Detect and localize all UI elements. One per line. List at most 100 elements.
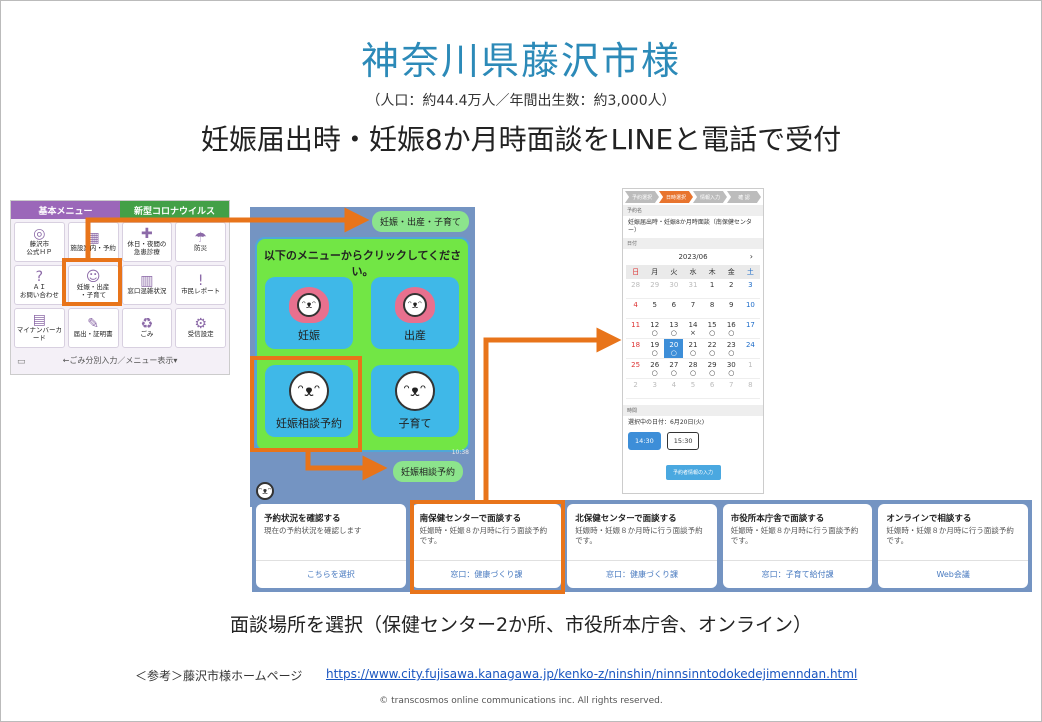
calendar-day[interactable]: 1 [740,359,760,379]
mascot-icon: ᵔᴥᵔ [297,293,321,317]
menu-button-label: 妊娠相談予約 [276,417,342,430]
calendar-day[interactable]: 29○ [702,359,722,379]
card-action-button[interactable]: Web会議 [878,560,1028,588]
rich-menu-item[interactable]: ☺妊娠・出産 ・子育て [67,265,119,305]
calendar-day[interactable]: 15○ [702,319,722,339]
time-slot-button[interactable]: 14:30 [628,432,661,451]
calendar-month: 2023/06 [678,252,708,261]
rich-menu-tabs: 基本メニュー 新型コロナウイルス [11,201,229,219]
calendar-day[interactable]: 4 [664,379,684,399]
tab-basic-menu[interactable]: 基本メニュー [11,201,120,219]
day-number: 2 [633,380,638,389]
calendar-day[interactable]: 30○ [721,359,741,379]
rich-menu-item[interactable]: ◎藤沢市 公式ＨＰ [14,222,65,262]
calendar-day[interactable]: 19○ [645,339,665,359]
calendar-day[interactable]: 6 [664,299,684,319]
card-action-button[interactable]: 窓口：子育て給付課 [722,560,873,588]
selection-caption: 面談場所を選択（保健センター2か所、市役所本庁舎、オンライン） [229,614,813,636]
calendar-day[interactable]: 7 [721,379,741,399]
rich-menu-item[interactable]: ▥窓口混雑状況 [121,265,173,305]
time-slot-button[interactable]: 15:30 [666,432,700,451]
menu-button-consult-reservation[interactable]: ᵔᴥᵔ 妊娠相談予約 [265,365,353,437]
calendar-day[interactable]: 10 [740,299,760,319]
calendar-day[interactable]: 5 [645,299,665,319]
availability-mark: × [690,328,696,337]
keyboard-icon[interactable]: ▭ [17,357,26,367]
time-label: 時間 [623,404,763,416]
rich-menu-item-label: 妊娠・出産 ・子育て [76,283,110,299]
calendar-day[interactable]: 18 [626,339,646,359]
calendar-day[interactable]: 27○ [664,359,684,379]
day-number: 4 [671,380,677,389]
calendar-day[interactable]: 7 [683,299,703,319]
card-description: 妊娠時・妊娠８か月時に行う面談予約です。 [575,526,703,545]
menu-button-pregnancy[interactable]: ᵔᴥᵔ 妊娠 [265,277,353,349]
arrow-menu-to-chat [85,207,370,262]
calendar-day[interactable]: 11 [626,319,646,339]
calendar-day[interactable]: 3 [740,279,760,299]
menu-button-birth[interactable]: ᵔᴥᵔ 出産 [371,277,459,349]
calendar-day[interactable]: 30 [664,279,684,299]
calendar-day[interactable]: 21○ [683,339,703,359]
calendar-day[interactable]: 25 [626,359,646,379]
tab-covid[interactable]: 新型コロナウイルス [120,201,229,219]
menu-button-childcare[interactable]: ᵔᴥᵔ 子育て [371,365,459,437]
calendar-day[interactable]: 17 [740,319,760,339]
day-number: 22 [707,340,717,349]
reservation-card: 予約状況を確認する現在の予約状況を確認しますこちらを選択 [256,504,406,588]
calendar-day[interactable]: 2 [721,279,741,299]
reference-link[interactable]: https://www.city.fujisawa.kanagawa.jp/ke… [326,667,858,681]
calendar-day[interactable]: 31 [683,279,703,299]
next-step-button[interactable]: 予約者情報の入力 [665,465,721,481]
day-number: 20 [669,340,679,349]
calendar-day[interactable]: 9 [721,299,741,319]
rich-menu-item[interactable]: ▤マイナンバーカード [14,308,65,348]
chat-bubble-bottom: 妊娠相談予約 [392,461,463,482]
calendar-day[interactable]: 1 [702,279,722,299]
step-item: 日時選択 [659,191,693,203]
rich-menu-bottom-bar[interactable]: ←ごみ分別入力／メニュー表示▾ [62,356,178,365]
calendar-day[interactable]: 20○ [664,338,684,359]
highlight-box-consult-button [250,356,362,452]
calendar-day[interactable]: 22○ [702,339,722,359]
rich-menu-item[interactable]: ?ＡＩ お問い合わせ [14,265,65,305]
calendar-day[interactable]: 6 [702,379,722,399]
day-number: 6 [709,380,715,389]
calendar-day[interactable]: 13○ [664,319,684,339]
day-number: 23 [726,340,736,349]
calendar-day[interactable]: 5 [683,379,703,399]
calendar-day[interactable]: 14× [683,319,703,339]
calendar-day[interactable]: 24 [740,339,760,359]
calendar-day[interactable]: 8 [740,379,760,399]
rich-menu-item[interactable]: ♻ごみ [121,308,173,348]
calendar-day[interactable]: 28○ [683,359,703,379]
calendar-day[interactable]: 4 [626,299,646,319]
message-time: 10:38 [451,449,469,456]
calendar-day[interactable]: 12○ [645,319,665,339]
card-action-button[interactable]: こちらを選択 [256,560,406,588]
reservation-card: 北保健センターで面談する妊娠時・妊娠８か月時に行う面談予約です。窓口：健康づくり… [567,504,717,588]
availability-mark: ○ [709,348,716,357]
card-description: 妊娠時・妊娠８か月時に行う面談予約です。 [419,526,548,545]
calendar-day[interactable]: 23○ [721,339,741,359]
document-icon: ✎ [87,316,99,333]
calendar-month-header: 2023/06 › [623,249,763,265]
calendar-day[interactable]: 16○ [721,319,741,339]
card-action-button[interactable]: 窓口：健康づくり課 [411,560,562,588]
calendar-day[interactable]: 29 [645,279,665,299]
day-number: 18 [631,340,641,349]
calendar-day[interactable]: 2 [626,379,646,399]
availability-mark: ○ [689,368,697,377]
card-action-button[interactable]: 窓口：健康づくり課 [567,560,717,588]
next-month-icon[interactable]: › [749,251,753,261]
calendar-day[interactable]: 28 [626,279,646,299]
calendar-day[interactable]: 3 [645,379,665,399]
calendar-day[interactable]: 8 [702,299,722,319]
availability-mark: ○ [728,368,735,377]
rich-menu-item[interactable]: ⚙受信設定 [175,308,226,348]
calendar-day[interactable]: 26○ [645,359,665,379]
rich-menu-item[interactable]: !市民レポート [175,265,226,305]
mascot-heart-icon: ᵔᴥᵔ [289,287,329,323]
rich-menu-item[interactable]: ✎届出・証明書 [67,308,119,348]
